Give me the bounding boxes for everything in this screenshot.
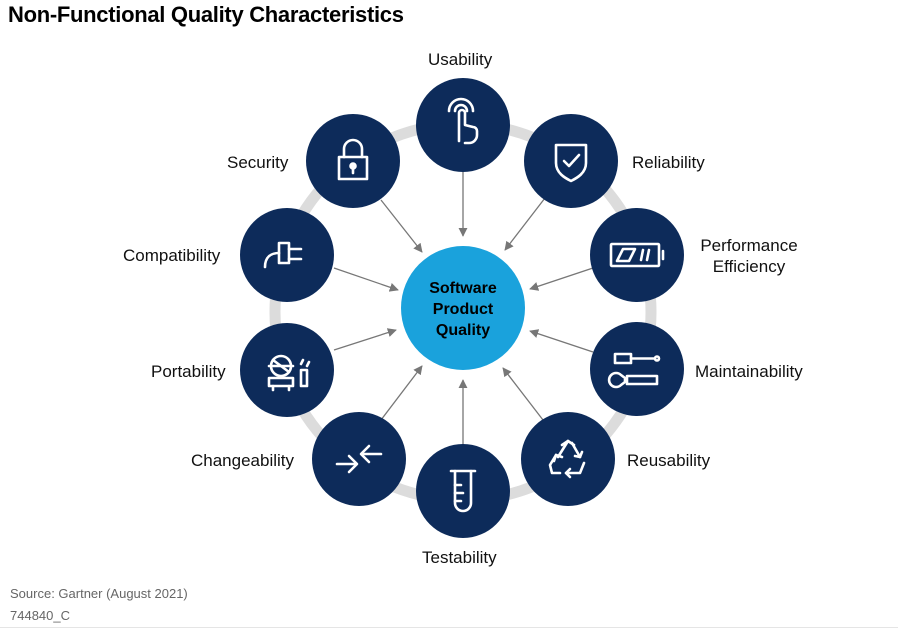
center-label: Software Product Quality bbox=[401, 278, 525, 341]
label-testability: Testability bbox=[422, 548, 497, 567]
arrow-reliability bbox=[504, 197, 546, 251]
center-line: Product bbox=[432, 301, 494, 318]
plug-icon bbox=[263, 241, 303, 269]
source-note: Source: Gartner (August 2021) bbox=[10, 586, 188, 601]
label-compatibility: Compatibility bbox=[123, 246, 221, 265]
label-line: Efficiency bbox=[712, 257, 786, 276]
label-portability: Portability bbox=[151, 362, 226, 381]
arrow-maintainability bbox=[529, 329, 594, 353]
label-maintainability: Maintainability bbox=[695, 362, 803, 381]
arrow-compatibility bbox=[333, 267, 399, 292]
node-performance bbox=[590, 208, 684, 302]
label-reusability: Reusability bbox=[627, 451, 711, 470]
node-usability bbox=[416, 78, 510, 172]
nodes bbox=[240, 78, 684, 538]
arrow-reusability bbox=[502, 367, 544, 421]
label-performance-efficiency: Performance Efficiency bbox=[694, 235, 804, 277]
label-line: Performance bbox=[700, 236, 798, 255]
node-compatibility bbox=[240, 208, 334, 302]
label-reliability: Reliability bbox=[632, 153, 705, 172]
node-reliability bbox=[524, 114, 618, 208]
arrow-security bbox=[380, 199, 423, 253]
center-line: Quality bbox=[435, 322, 491, 339]
arrow-performance bbox=[529, 267, 594, 291]
tools-icon bbox=[607, 352, 661, 389]
lock-icon bbox=[337, 138, 369, 181]
label-changeability: Changeability bbox=[191, 451, 295, 470]
node-changeability bbox=[312, 412, 406, 506]
node-reusability bbox=[521, 412, 615, 506]
battery-icon bbox=[609, 242, 665, 268]
label-usability: Usability bbox=[428, 50, 493, 69]
test-tube-icon bbox=[449, 469, 477, 513]
portable-machine-icon bbox=[267, 354, 311, 392]
label-security: Security bbox=[227, 153, 289, 172]
arrows bbox=[333, 172, 594, 446]
recycle-icon bbox=[548, 439, 586, 479]
page-title: Non-Functional Quality Characteristics bbox=[8, 2, 404, 27]
center-circle bbox=[401, 246, 525, 370]
center-line: Software bbox=[429, 280, 497, 297]
node-maintainability bbox=[590, 322, 684, 416]
shield-check-icon bbox=[554, 143, 588, 183]
node-testability bbox=[416, 444, 510, 538]
arrows-converge-icon bbox=[335, 444, 383, 474]
node-security bbox=[306, 114, 400, 208]
arrow-changeability bbox=[380, 365, 423, 421]
touch-icon bbox=[447, 97, 479, 145]
figure-id: 744840_C bbox=[10, 608, 70, 623]
arrow-portability bbox=[333, 328, 397, 351]
